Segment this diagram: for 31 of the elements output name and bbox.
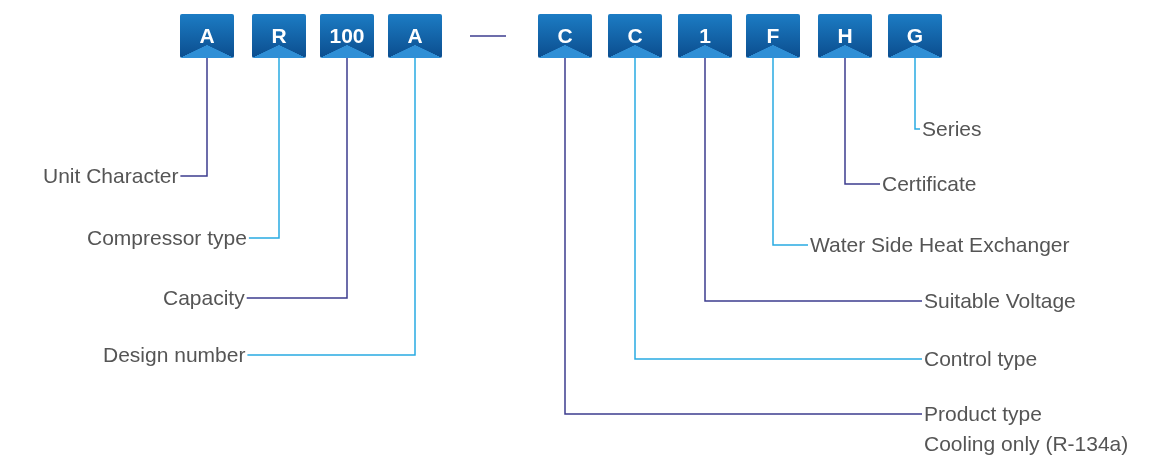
code-box: 100 — [320, 14, 374, 58]
leader-line — [245, 57, 348, 299]
part-label: Unit Character — [41, 161, 181, 191]
leader-line — [844, 57, 881, 185]
part-label: Control type — [922, 344, 1040, 374]
code-box: R — [252, 14, 306, 58]
part-label: Water Side Heat Exchanger — [808, 230, 1072, 260]
part-label: Series — [920, 114, 984, 144]
part-label: Suitable Voltage — [922, 286, 1078, 316]
part-label: Capacity — [161, 283, 247, 313]
leader-line — [248, 57, 280, 239]
part-note: Cooling only (R-134a) — [924, 431, 1129, 457]
code-box: C — [608, 14, 662, 58]
leader-line — [564, 57, 923, 415]
code-box: 1 — [678, 14, 732, 58]
leader-line — [914, 57, 921, 130]
leader-line — [634, 57, 923, 360]
code-box: G — [888, 14, 942, 58]
part-label: Design number — [101, 340, 248, 370]
code-box: F — [746, 14, 800, 58]
code-box: A — [388, 14, 442, 58]
code-box: A — [180, 14, 234, 58]
part-label: Compressor type — [85, 223, 249, 253]
part-label: Product type — [924, 401, 1043, 427]
code-box: C — [538, 14, 592, 58]
code-box: H — [818, 14, 872, 58]
leader-line — [772, 57, 809, 246]
leader-line — [704, 57, 923, 302]
leader-line — [179, 57, 208, 177]
part-label: Certificate — [880, 169, 979, 199]
leader-line — [246, 57, 416, 356]
